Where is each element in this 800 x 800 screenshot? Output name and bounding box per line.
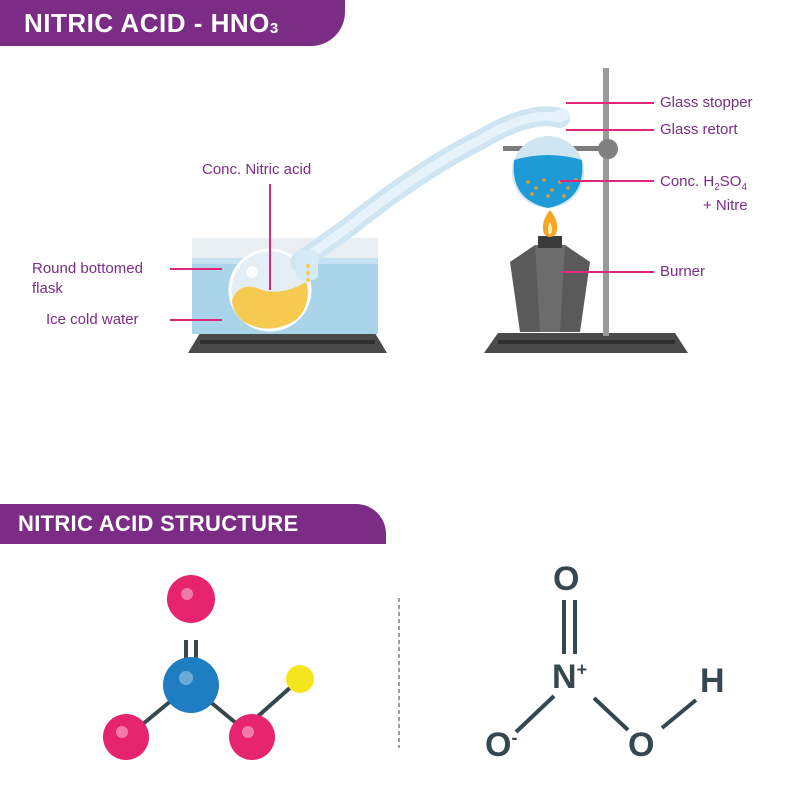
- structure-o-left: O-: [485, 726, 517, 765]
- label-ice-cold-water: Ice cold water: [46, 311, 139, 328]
- label-conc-h2so4: Conc. H2SO4: [660, 172, 747, 198]
- right-stand: [484, 68, 688, 353]
- left-stand: [188, 333, 387, 353]
- h2so4-sub-4: 4: [741, 182, 747, 193]
- title-text: NITRIC ACID - HNO: [24, 7, 270, 38]
- structure-n-charge: +: [576, 659, 588, 680]
- section-banner: NITRIC ACID STRUCTURE: [0, 504, 386, 544]
- structure-n-symbol: N: [552, 658, 577, 696]
- label-burner: Burner: [660, 263, 706, 280]
- label-glass-retort: Glass retort: [660, 121, 738, 138]
- structural-bonds: [514, 600, 698, 734]
- h2so4-mid: SO: [719, 173, 742, 190]
- oxygen-atom-right: [229, 714, 275, 760]
- structure-o-left-symbol: O: [485, 726, 512, 764]
- label-flask: flask: [32, 280, 63, 297]
- glass-retort: [512, 109, 584, 208]
- structure-o-left-charge: -: [511, 727, 518, 748]
- label-nitre: + Nitre: [703, 197, 748, 214]
- title-subscript: 3: [269, 19, 279, 37]
- oxygen-atom-top: [167, 575, 215, 623]
- structure-n: N+: [552, 658, 587, 697]
- label-conc-nitric-acid: Conc. Nitric acid: [202, 161, 312, 178]
- label-round-bottomed: Round bottomed: [32, 260, 143, 277]
- structure-o-right: O: [628, 726, 655, 764]
- structure-o-top: O: [553, 560, 580, 598]
- nitrogen-atom: [163, 657, 219, 713]
- delivery-tube: [290, 106, 570, 282]
- structure-h: H: [700, 662, 725, 700]
- h2so4-sub-2: 2: [714, 182, 720, 193]
- h2so4-prefix: Conc. H: [660, 173, 715, 190]
- section-title: NITRIC ACID STRUCTURE: [18, 511, 299, 536]
- leader-lines: [170, 102, 654, 321]
- oxygen-atom-left: [103, 714, 149, 760]
- burner: [510, 210, 590, 332]
- ball-stick-model: [103, 575, 314, 760]
- label-glass-stopper: Glass stopper: [660, 94, 753, 111]
- hydrogen-atom: [286, 665, 314, 693]
